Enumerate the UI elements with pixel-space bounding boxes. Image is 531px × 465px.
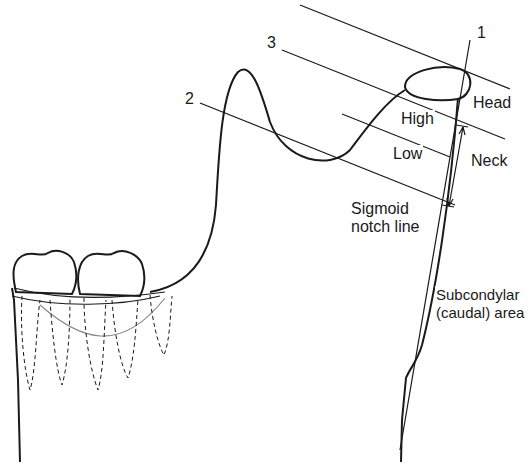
region-label: Neck bbox=[470, 152, 508, 170]
bracket-tick bbox=[456, 125, 468, 127]
molar-crown bbox=[78, 251, 144, 296]
canal-line bbox=[40, 298, 165, 336]
molar-crown bbox=[14, 251, 77, 294]
callout-number: 2 bbox=[184, 90, 195, 108]
area-label: Subcondylar (caudal) area bbox=[435, 286, 527, 322]
condylar-head bbox=[405, 67, 470, 100]
bracket-tick bbox=[442, 205, 454, 207]
tooth-roots bbox=[21, 295, 172, 390]
posterior-tangent-line bbox=[400, 40, 470, 450]
mandible-outline bbox=[12, 70, 458, 462]
arrowheads bbox=[447, 127, 465, 206]
sigmoid-notch-line bbox=[200, 103, 455, 205]
level-label: High bbox=[400, 110, 435, 128]
region-label: Head bbox=[472, 94, 512, 112]
callout-number: 3 bbox=[266, 34, 277, 52]
line-label: Sigmoid notch line bbox=[350, 200, 434, 236]
callout-number: 1 bbox=[476, 24, 487, 42]
gingiva-line bbox=[14, 288, 165, 298]
level-label: Low bbox=[392, 145, 423, 163]
reference-line bbox=[300, 5, 510, 89]
